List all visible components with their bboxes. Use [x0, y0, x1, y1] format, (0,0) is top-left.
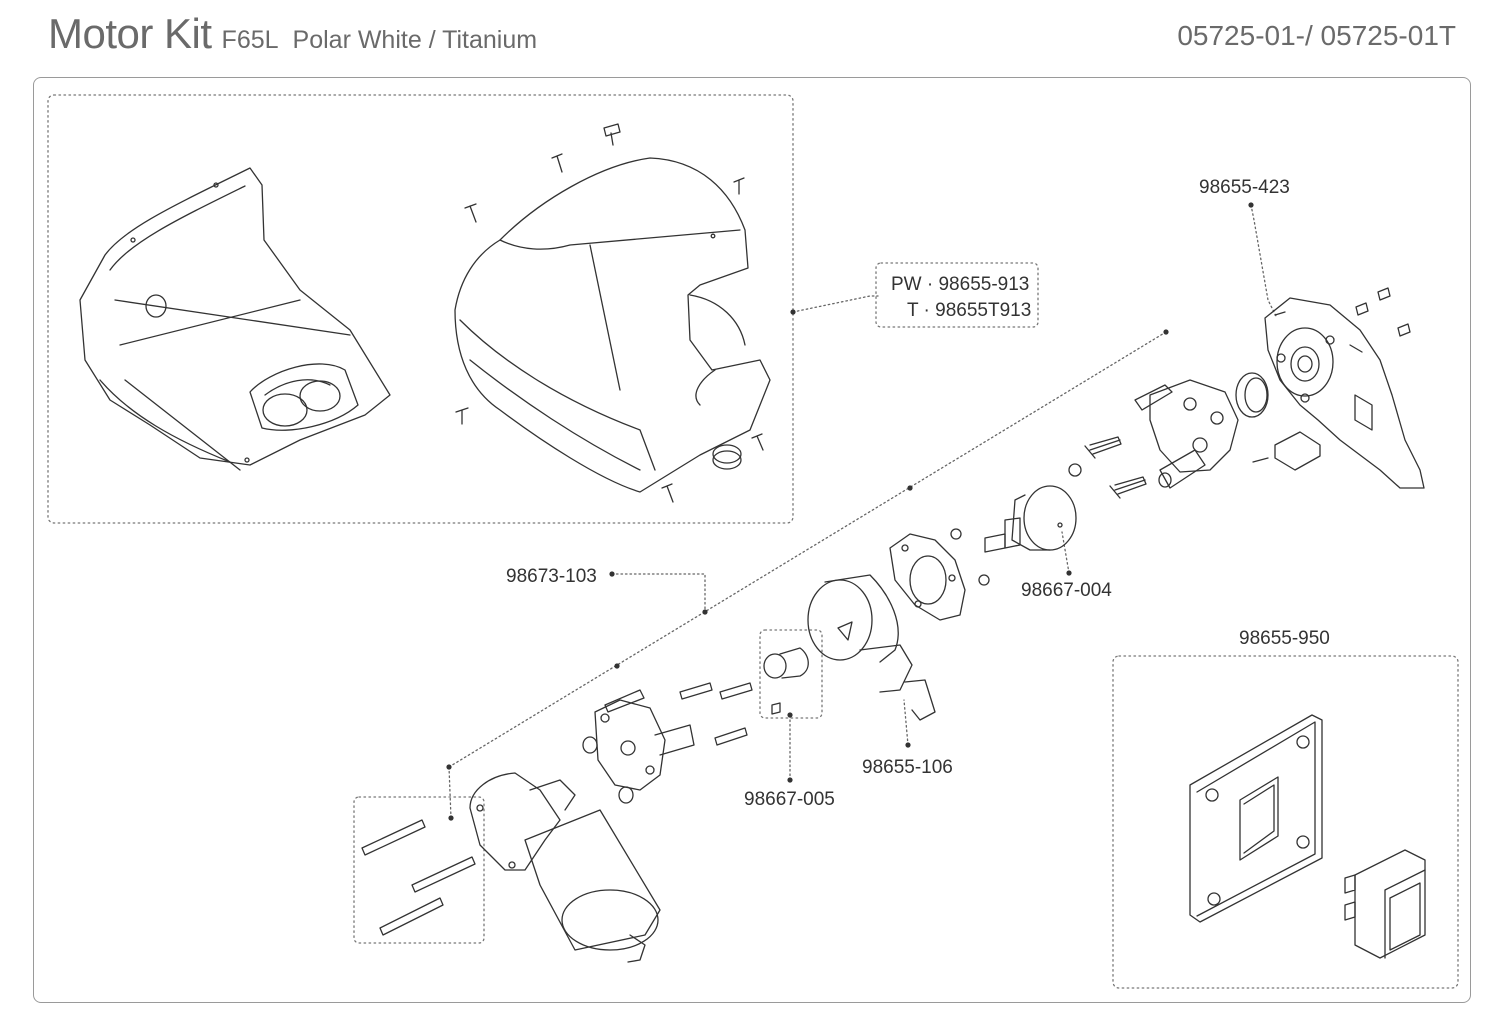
leader-dots: [446, 202, 1254, 821]
dowel-pins: [679, 682, 753, 746]
mounting-screws: [1068, 436, 1147, 499]
callout-cover-pw: PW · 98655-913: [891, 274, 1029, 295]
cover-group-box: [47, 94, 794, 524]
bushing: [763, 647, 809, 715]
kit-part-numbers: 05725-01-/ 05725-01T: [1177, 20, 1456, 51]
diagram-frame: [33, 77, 1471, 1003]
bolt-group-box: [353, 796, 485, 944]
title-variant: Polar White / Titanium: [292, 26, 538, 54]
leader-lines: [448, 204, 1277, 819]
gear-motor: [469, 772, 661, 963]
cover-inner-shell: [79, 167, 391, 471]
callout-wall-switch: 98655-950: [1239, 628, 1330, 649]
callout-gear-shaft: 98655-106: [862, 757, 953, 778]
cover-outer-shell: [454, 123, 771, 503]
gear-shaft-drum: [807, 574, 936, 721]
callout-cover-t: T · 98655T913: [907, 300, 1031, 321]
callout-bushing: 98667-005: [744, 789, 835, 810]
gearbox-bracket: [582, 689, 695, 804]
rocker-switch: [1344, 849, 1426, 959]
callout-base-plate: 98655-423: [1199, 177, 1290, 198]
title-model: F65L: [221, 26, 279, 54]
long-bolts: [361, 819, 476, 936]
callout-gearbox-bracket: 98673-103: [506, 566, 597, 587]
flange-plate: [889, 528, 990, 621]
base-plate: [1235, 287, 1425, 489]
callout-coupling: 98667-004: [1021, 580, 1112, 601]
switch-group-box: [1112, 655, 1459, 989]
bearing-bracket: [1134, 379, 1239, 489]
cover-label-box: [875, 262, 1039, 328]
bushing-group-box: [759, 629, 823, 719]
coupling: [984, 485, 1077, 553]
wall-plate: [1189, 714, 1323, 923]
page-title: Motor Kit F65L Polar White / Titanium: [48, 10, 537, 58]
title-main: Motor Kit: [48, 10, 212, 57]
